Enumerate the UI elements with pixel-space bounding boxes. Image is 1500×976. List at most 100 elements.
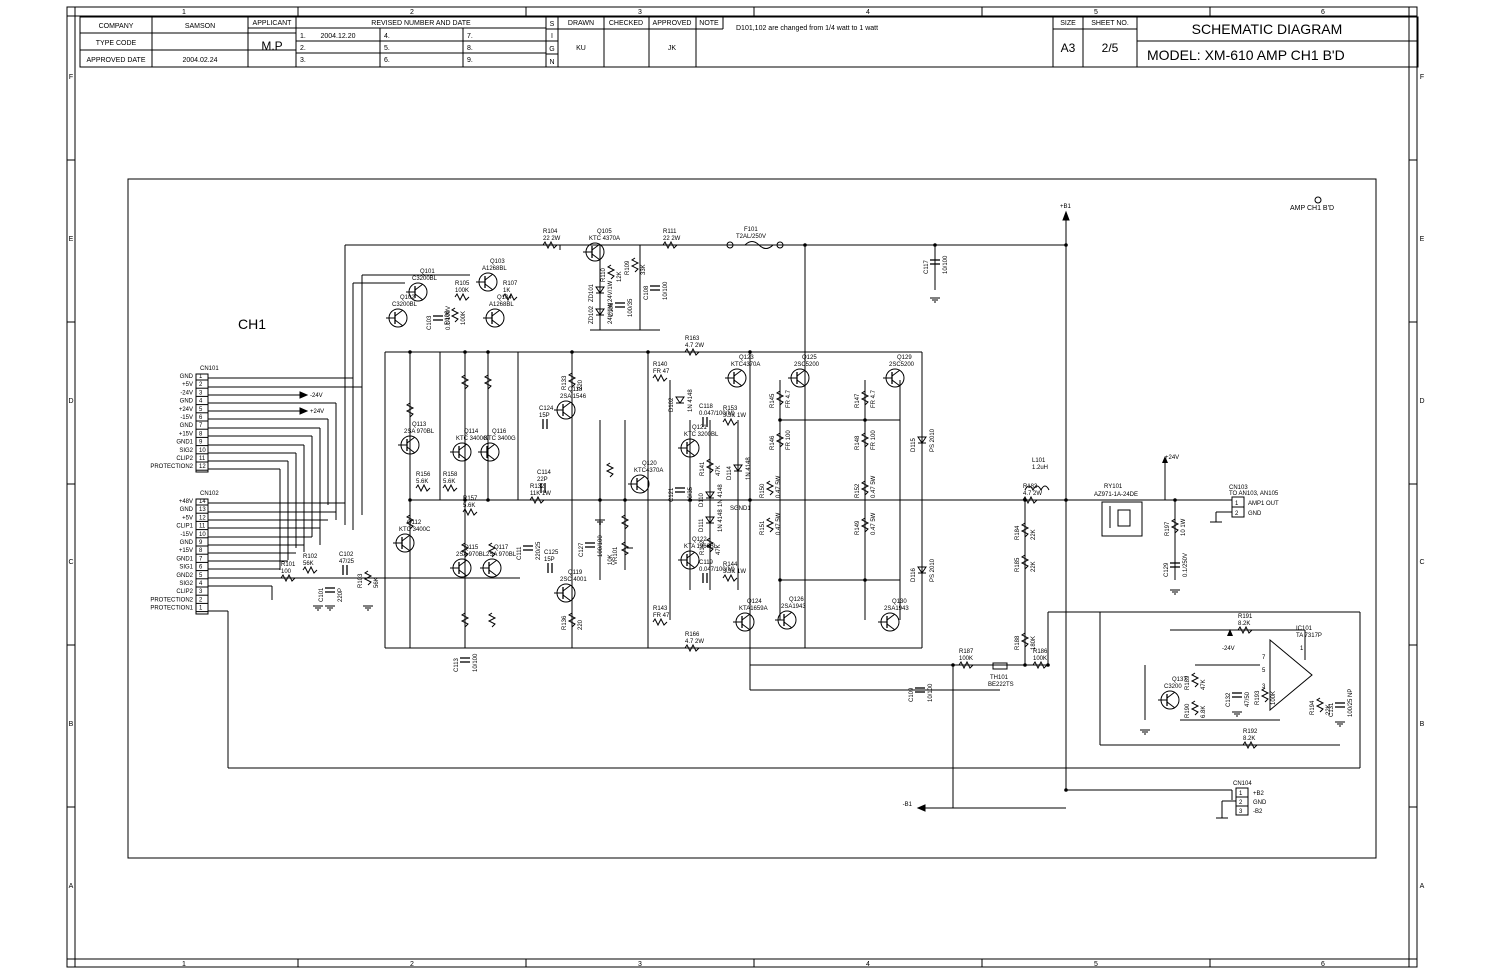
transistor-value: KTC4370A: [634, 468, 663, 474]
transistor-value: C3200: [1164, 684, 1182, 690]
svg-text:IC101: IC101: [1296, 626, 1313, 632]
capacitor-value: 10/100: [663, 281, 669, 300]
svg-text:L101: L101: [1032, 458, 1046, 464]
connector-pin-label: CLIP1: [176, 524, 193, 530]
revision-6: 6.: [384, 57, 390, 64]
connector-pin-number: 14: [199, 499, 206, 505]
transistor-ref: Q137: [1172, 677, 1187, 683]
transistor-ref: Q112: [407, 520, 422, 526]
junction-dot: [951, 663, 955, 667]
diode-value: 24V/1W: [608, 302, 614, 324]
transistor-value: 2SC 4001: [560, 577, 587, 583]
connector-pin-number: 10: [199, 448, 206, 454]
resistor-value: 100K: [1033, 656, 1047, 662]
diode-ref: D102: [669, 397, 675, 412]
ground-symbol: [313, 605, 323, 611]
revision-9: 9.: [467, 57, 473, 64]
rail-arrow-minus-24v-ic: [1227, 629, 1233, 636]
junction-dot: [486, 350, 490, 354]
svg-text:1: 1: [1235, 501, 1239, 507]
resistor-value: 3.3K 1W: [723, 569, 746, 575]
svg-text:1: 1: [1300, 646, 1304, 652]
transistor-value: KTC 3200BL: [684, 432, 719, 438]
resistor-ref: R187: [959, 649, 974, 655]
approved-label: APPROVED: [653, 20, 692, 27]
diagram-title: SCHEMATIC DIAGRAM: [1192, 21, 1343, 37]
rail-pos-b1: +B1: [1060, 204, 1072, 210]
capacitor-ref: C119: [699, 560, 714, 566]
row-label-f-right: F: [1420, 74, 1424, 81]
approved-date-label: APPROVED DATE: [87, 57, 146, 64]
transistor-value: A1268BL: [482, 266, 507, 272]
capacitor-ref: C106: [609, 302, 615, 317]
junction-dot: [463, 350, 467, 354]
trimmer-ref: VR101: [613, 546, 619, 565]
svg-text:CN103: CN103: [1229, 485, 1248, 491]
svg-text:TO AN103, AN105: TO AN103, AN105: [1229, 491, 1279, 497]
rail-arrow-plus-24v: [1162, 456, 1168, 463]
ground-symbol: [1140, 729, 1150, 735]
capacitor-ref: C103: [427, 315, 433, 330]
transistor-ref: Q124: [747, 599, 762, 605]
transistor-ref: Q123: [739, 355, 754, 361]
capacitor-value: 0.1/100V: [446, 306, 452, 330]
diode-ref: ZD101: [589, 283, 595, 302]
capacitor-value: 220/25: [536, 541, 542, 560]
svg-text:BE222TS: BE222TS: [988, 682, 1014, 688]
capacitor-ref: C124: [539, 406, 554, 412]
junction-dot: [1064, 243, 1068, 247]
capacitor-ref: C129: [1164, 562, 1170, 577]
capacitor-value: 47/50: [1245, 691, 1251, 707]
capacitor-ref: C118: [699, 404, 714, 410]
transistor-value: KTA1659A: [739, 606, 768, 612]
row-label-b-right: B: [1420, 721, 1425, 728]
transistor-ref: Q115: [464, 545, 479, 551]
ground-symbol: [595, 519, 605, 525]
board-name-terminal: [1314, 196, 1322, 204]
col-label-3-bottom: 3: [638, 961, 642, 968]
resistor-ref: R107: [503, 281, 518, 287]
sign-letter-s: S: [550, 21, 555, 28]
sign-letter-i: I: [551, 33, 553, 40]
components: Q101C3200BLQ103A1268BLQ102C3200BLQ104A12…: [280, 229, 1354, 792]
resistor-r137: [605, 462, 615, 478]
capacitor-value: 47/25: [339, 559, 355, 565]
resistor-ref: R109: [625, 260, 631, 275]
capacitor-value: 10/35: [688, 486, 694, 502]
junction-dot: [748, 498, 752, 502]
junction-dot: [463, 498, 467, 502]
diode-value: PS 2010: [930, 428, 936, 452]
channel-label: CH1: [238, 316, 266, 332]
transistor-value: KTC 3400G: [484, 436, 516, 442]
capacitor-value: 10/100: [473, 653, 479, 672]
ground-symbol: [325, 605, 335, 611]
trimmer-value: 10K: [608, 554, 614, 565]
capacitor-value: 0.1/250V: [1183, 553, 1189, 577]
resistor-value: 180K: [1031, 636, 1037, 650]
connector-pin-number: 13: [199, 507, 206, 513]
capacitor-ref: C114: [537, 470, 552, 476]
relay-ry101: RY101 AZ971-1A-24DE: [1094, 484, 1143, 537]
junction-dot: [778, 418, 782, 422]
ground-symbol: [1232, 711, 1242, 717]
svg-text:-B2: -B2: [1253, 809, 1263, 815]
